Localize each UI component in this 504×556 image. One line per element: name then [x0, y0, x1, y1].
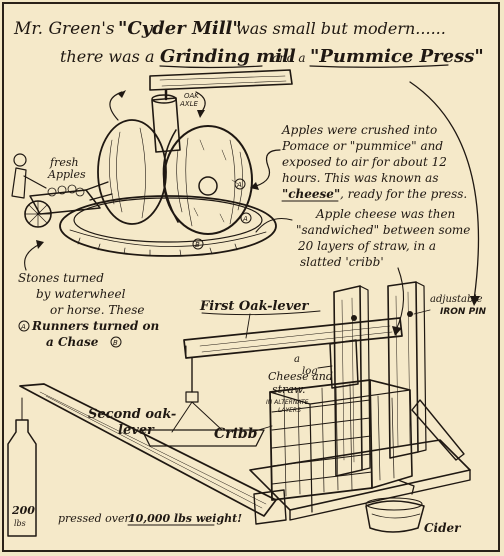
title-line2-start: there was a — [60, 47, 154, 66]
press-labels: First Oak-lever adjustable IRON PIN a lo… — [58, 294, 487, 535]
note-crushing-line-5: , ready for the press. — [340, 187, 467, 201]
fresh-apples-label-2: Apples — [47, 168, 86, 181]
cider-tub — [365, 500, 425, 533]
cheese-straw-label-3: IN ALTERNATE — [266, 399, 309, 406]
cheese-straw-label-2: straw. — [272, 383, 306, 396]
pressed-label: pressed over — [58, 512, 130, 525]
note-sandwich-line-2: "sandwiched" between some — [296, 223, 470, 237]
pressed-weight-label: 10,000 lbs weight! — [128, 512, 242, 525]
iron-pin-label: IRON PIN — [440, 307, 487, 317]
cheese-straw-label-1: Cheese and — [268, 370, 333, 383]
adjustable-label: adjustable — [430, 294, 483, 305]
note-stones-marker-b: B — [113, 339, 118, 347]
marker-a-front: A — [236, 181, 242, 189]
title: Mr. Green's "Cyder Mill" was small but m… — [13, 18, 484, 69]
note-crushing: Apples were crushed into Pomace or "pumm… — [250, 123, 467, 202]
note-crushing-line-2: Pomace or "pummice" and — [281, 139, 443, 153]
note-stones: Stones turned by waterwheel or horse. Th… — [18, 240, 159, 349]
second-oak-lever-label-1: Second oak- — [88, 407, 176, 422]
note-sandwich-line-4: slatted 'cribb' — [300, 255, 384, 269]
title-grinding-mill: Grinding mill — [160, 46, 296, 67]
a-log-label-2: log — [302, 366, 318, 377]
title-and: and a — [272, 51, 306, 65]
log — [329, 339, 359, 389]
millstone-front — [163, 125, 253, 235]
weight-200: 200 — [11, 504, 35, 517]
second-oak-lever — [19, 383, 277, 517]
note-stones-line-2: by waterwheel — [36, 287, 126, 301]
fresh-apples-label-1: fresh — [49, 156, 79, 169]
note-stones-line-4: Runners turned on — [31, 319, 159, 333]
underline-grinding — [159, 65, 263, 69]
millstone-back — [97, 119, 167, 225]
note-crushing-line-3: exposed to air for about 12 — [282, 155, 447, 169]
wheelbarrow — [11, 153, 113, 228]
note-sandwich-line-3: 20 layers of straw, in a — [297, 239, 436, 253]
oak-axle-label-2: AXLE — [179, 100, 198, 108]
arrow-to-press — [409, 81, 480, 301]
underline-pummice — [309, 64, 449, 68]
marker-b: B — [195, 241, 200, 249]
title-cyder-mill: "Cyder Mill" — [118, 18, 242, 39]
note-sandwich-line-1: Apple cheese was then — [315, 207, 455, 221]
second-oak-lever-label-2: lever — [118, 423, 155, 438]
note-stones-marker-a: A — [20, 323, 26, 331]
note-crushing-line-4: hours. This was known as — [282, 171, 439, 185]
cheese-straw-label-4: LAYERS — [278, 407, 301, 414]
rotation-arrow-left — [109, 91, 123, 121]
pummice-press: 200 lbs — [7, 281, 471, 537]
note-crushing-cheese: "cheese" — [282, 187, 340, 201]
title-line1-rest: was small but modern...... — [236, 19, 446, 38]
grinding-mill: A A B OAK AXLE fresh Apples — [11, 69, 293, 257]
note-stones-line-5: a Chase — [46, 335, 99, 349]
arrow-to-stone — [255, 149, 281, 187]
marker-a-side: A — [242, 215, 248, 223]
first-oak-lever-label: First Oak-lever — [199, 299, 310, 314]
note-sandwich: Apple cheese was then "sandwiched" betwe… — [255, 207, 470, 336]
a-log-label-1: a — [294, 354, 300, 365]
note-stones-line-1: Stones turned — [18, 271, 104, 285]
mill-beam — [149, 69, 293, 91]
title-pummice-press: "Pummice Press" — [310, 46, 484, 67]
cider-label: Cider — [424, 521, 462, 535]
weight-bottle — [7, 419, 37, 537]
oak-axle-label-1: OAK — [184, 92, 200, 100]
weight-lbs: lbs — [14, 519, 26, 528]
illustration-frame — [2, 2, 500, 552]
stone-hub — [198, 176, 218, 196]
first-oak-lever — [183, 317, 403, 359]
note-crushing-line-1: Apples were crushed into — [281, 123, 437, 137]
cribb-label: Cribb — [214, 426, 258, 442]
note-stones-line-3: or horse. These — [50, 303, 144, 317]
counterweight-tray — [141, 429, 265, 447]
chase-base — [59, 195, 277, 257]
iron-pin — [407, 311, 413, 317]
title-name: Mr. Green's — [13, 19, 115, 39]
